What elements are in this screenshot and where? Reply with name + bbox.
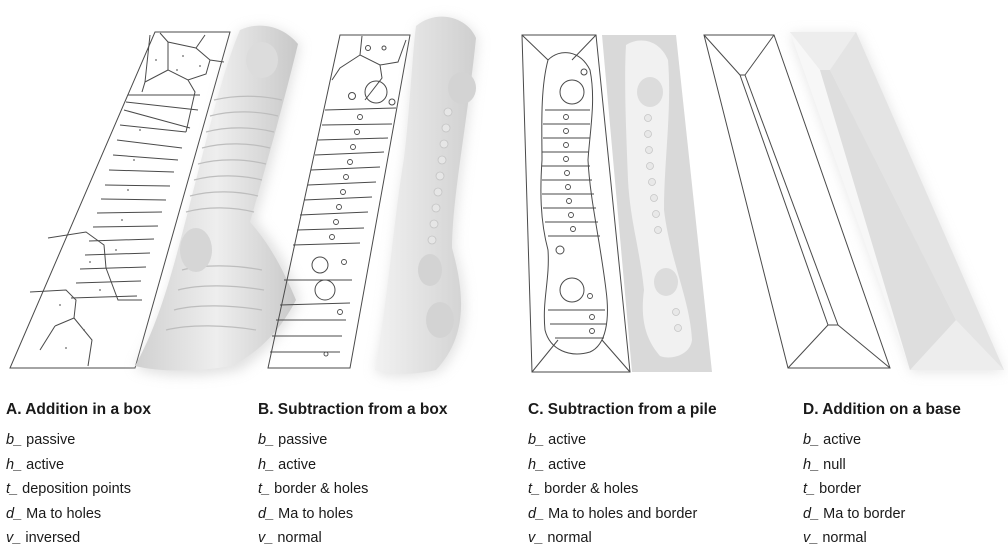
panel-d-model bbox=[790, 32, 1004, 372]
panel-c-param-d: d_ Ma to holes and border bbox=[528, 502, 717, 527]
panel-a-param-d: d_ Ma to holes bbox=[6, 502, 151, 527]
panel-b-param-d: d_ Ma to holes bbox=[258, 502, 447, 527]
design-diagrams bbox=[0, 0, 1008, 392]
panel-a-param-v: v_ inversed bbox=[6, 526, 151, 551]
panel-c-model bbox=[602, 35, 712, 372]
panel-b-caption: B. Subtraction from a box b_ passive h_ … bbox=[258, 400, 447, 551]
panel-b-model bbox=[375, 17, 478, 378]
panel-d-param-v: v_ normal bbox=[803, 526, 961, 551]
panel-c-caption: C. Subtraction from a pile b_ active h_ … bbox=[528, 400, 717, 551]
panel-a-param-h: h_ active bbox=[6, 453, 151, 478]
panel-b-param-v: v_ normal bbox=[258, 526, 447, 551]
panel-c-param-t: t_ border & holes bbox=[528, 477, 717, 502]
panel-d-param-h: h_ null bbox=[803, 453, 961, 478]
panel-d-param-b: b_ active bbox=[803, 428, 961, 453]
panel-c-holes bbox=[564, 115, 595, 334]
panel-a-model bbox=[135, 26, 300, 376]
panel-a-param-b: b_ passive bbox=[6, 428, 151, 453]
panel-a-title: A. Addition in a box bbox=[6, 400, 151, 420]
panel-b-param-h: h_ active bbox=[258, 453, 447, 478]
panel-b-param-b: b_ passive bbox=[258, 428, 447, 453]
panel-b-param-t: t_ border & holes bbox=[258, 477, 447, 502]
panel-c-param-h: h_ active bbox=[528, 453, 717, 478]
panel-b-title: B. Subtraction from a box bbox=[258, 400, 447, 420]
panel-c-param-v: v_ normal bbox=[528, 526, 717, 551]
panel-c-title: C. Subtraction from a pile bbox=[528, 400, 717, 420]
panel-d-title: D. Addition on a base bbox=[803, 400, 961, 420]
panel-d-param-d: d_ Ma to border bbox=[803, 502, 961, 527]
panel-d-param-t: t_ border bbox=[803, 477, 961, 502]
panel-d-caption: D. Addition on a base b_ active h_ null … bbox=[803, 400, 961, 551]
panel-c-param-b: b_ active bbox=[528, 428, 717, 453]
panel-a-param-t: t_ deposition points bbox=[6, 477, 151, 502]
panel-a-caption: A. Addition in a box b_ passive h_ activ… bbox=[6, 400, 151, 551]
